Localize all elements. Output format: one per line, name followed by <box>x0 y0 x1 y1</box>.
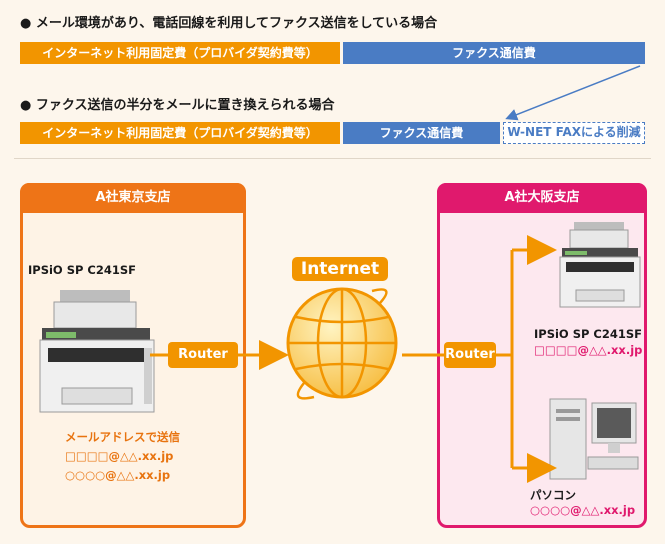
tokyo-address-1: □□□□@△△.xx.jp <box>65 449 174 463</box>
bar-internet-fixed-cost: インターネット利用固定費（プロバイダ契約費等） <box>20 42 340 64</box>
printer-icon <box>39 290 155 413</box>
tokyo-address-2: ○○○○@△△.xx.jp <box>65 468 171 482</box>
heading-current: ● メール環境があり、電話回線を利用してファクス送信をしている場合 <box>20 16 438 31</box>
bar-wnet-savings: W-NET FAXによる削減 <box>503 122 645 144</box>
globe-icon <box>286 287 398 400</box>
bar-internet-fixed-cost-2: インターネット利用固定費（プロバイダ契約費等） <box>20 122 340 144</box>
savings-arrow <box>505 65 641 121</box>
separator <box>14 158 651 159</box>
router-left: Router <box>168 342 238 368</box>
tokyo-branch-title: A社東京支店 <box>20 183 246 213</box>
internet-label: Internet <box>292 257 388 281</box>
tokyo-send-label: メールアドレスで送信 <box>65 430 180 444</box>
router-right: Router <box>444 342 496 368</box>
printer-icon <box>559 222 641 308</box>
heading-half-email: ● ファクス送信の半分をメールに置き換えられる場合 <box>20 98 335 113</box>
osaka-printer-model: IPSiO SP C241SF <box>534 327 643 341</box>
osaka-pc-label: パソコン <box>530 488 576 502</box>
osaka-printer-address: □□□□@△△.xx.jp <box>534 343 643 357</box>
tokyo-printer-model: IPSiO SP C241SF <box>28 263 137 277</box>
bar-fax-cost: ファクス通信費 <box>343 42 645 64</box>
bar-fax-cost-reduced: ファクス通信費 <box>343 122 500 144</box>
osaka-branch-title: A社大阪支店 <box>437 183 647 213</box>
osaka-pc-address: ○○○○@△△.xx.jp <box>530 503 636 517</box>
